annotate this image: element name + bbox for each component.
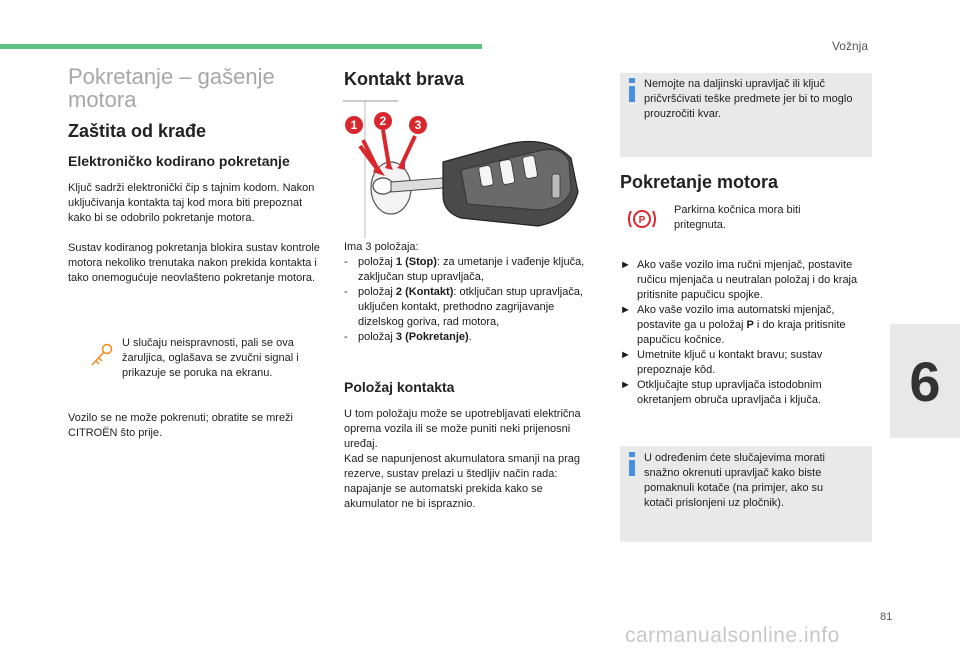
info-steering-text: U određenim ćete slučajevima morati snaž… <box>644 452 825 509</box>
parking-brake-icon: P <box>628 210 656 228</box>
paragraph-energy-saving: Kad se napunjenost akumulatora smanji na… <box>344 453 581 510</box>
positions-list: -položaj 1 (Stop): za umetanje i vađenje… <box>344 255 596 345</box>
heading-contact-position: Položaj kontakta <box>344 379 455 395</box>
page-title: Pokretanje – gašenje motora <box>68 64 275 112</box>
heading-theft-protection: Zaštita od krađe <box>68 121 207 141</box>
list-item: ►Ako vaše vozilo ima ručni mjenjač, post… <box>620 259 858 301</box>
list-item: -položaj 2 (Kontakt): otključan stup upr… <box>344 286 584 328</box>
info-remote-text: Nemojte na daljinski upravljač ili ključ… <box>644 78 853 120</box>
paragraph-coded-start: Sustav kodiranog pokretanja blokira sust… <box>68 242 320 284</box>
positions-intro: Ima 3 položaja: <box>344 241 419 253</box>
list-item: -položaj 1 (Stop): za umetanje i vađenje… <box>344 256 585 283</box>
heading-electronic-coding: Elektroničko kodirano pokretanje <box>68 153 290 169</box>
image-label-2: 2 <box>379 114 387 128</box>
key-warning-icon <box>91 343 113 366</box>
paragraph-key-chip: Ključ sadrži elektronički čip s tajnim k… <box>68 182 315 224</box>
section-title: Vožnja <box>831 39 868 53</box>
paragraph-contact-network: Vozilo se ne može pokrenuti; obratite se… <box>68 412 294 439</box>
page-number: 81 <box>880 611 893 623</box>
image-label-1: 1 <box>350 118 358 132</box>
chapter-number: 6 <box>909 349 941 413</box>
heading-ignition-lock: Kontakt brava <box>344 69 465 89</box>
info-box-remote <box>620 73 872 157</box>
list-item: ►Otključajte stup upravljača istodobnim … <box>620 379 822 406</box>
watermark: carmanualsonline.info <box>625 624 840 647</box>
info-box-steering <box>620 446 872 542</box>
list-item: ►Umetnite ključ u kontakt bravu; sustav … <box>620 349 823 376</box>
image-label-3: 3 <box>414 118 422 132</box>
start-steps-list: ►Ako vaše vozilo ima ručni mjenjač, post… <box>620 258 874 408</box>
info-icon <box>629 78 635 102</box>
list-item: ►Ako vaše vozilo ima automatski mjenjač,… <box>620 304 846 346</box>
paragraph-contact-usage: U tom položaju može se upotrebljavati el… <box>344 408 581 450</box>
parking-brake-note: Parkirna kočnica mora biti pritegnuta. <box>674 204 801 231</box>
chapter-tab <box>890 324 960 438</box>
info-icon <box>629 452 635 476</box>
list-item: -položaj 3 (Pokretanje). <box>344 331 472 343</box>
ignition-key-illustration <box>343 100 579 238</box>
svg-text:P: P <box>639 215 646 226</box>
header-accent-bar <box>0 44 482 49</box>
warning-lamp-note: U slučaju neispravnosti, pali se ova žar… <box>122 337 299 379</box>
heading-engine-start: Pokretanje motora <box>620 172 779 192</box>
